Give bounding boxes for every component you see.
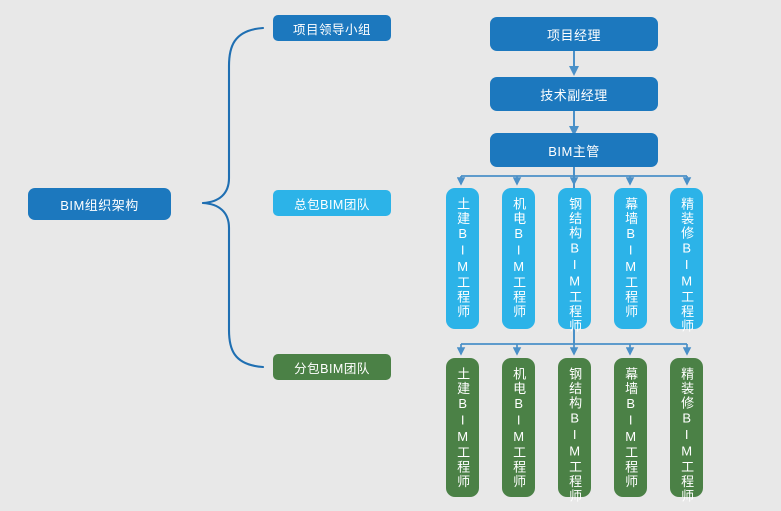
chain-node-bim-supervisor[interactable]: BIM主管 [490, 133, 658, 167]
gc-role-column-curtain-wall[interactable]: 幕墙BIM工程师 [614, 188, 647, 329]
gc-role-column-civil[interactable]: 土建BIM工程师 [446, 188, 479, 329]
branch-label: 项目领导小组 [292, 22, 371, 37]
gc-distribution-connector [456, 175, 692, 186]
sub-role-label: 钢结构BIM工程师 [567, 367, 583, 504]
chain-node-project-manager[interactable]: 项目经理 [490, 17, 658, 51]
chain-node-label: 项目经理 [546, 27, 601, 43]
branch-node-subcontractor-bim-team[interactable]: 分包BIM团队 [273, 354, 391, 380]
sub-role-label: 机电BIM工程师 [511, 367, 527, 489]
branch-node-general-contractor-bim-team[interactable]: 总包BIM团队 [273, 190, 391, 216]
chain-node-deputy-technical-manager[interactable]: 技术副经理 [490, 77, 658, 111]
gc-role-label: 精装修BIM工程师 [679, 197, 695, 334]
root-node-bim-org-structure[interactable]: BIM组织架构 [28, 188, 171, 220]
sub-role-label: 精装修BIM工程师 [679, 367, 695, 504]
sub-role-column-steel-structure[interactable]: 钢结构BIM工程师 [558, 358, 591, 504]
sub-distribution-connector [456, 343, 692, 356]
gc-role-label: 幕墙BIM工程师 [623, 197, 639, 319]
sub-role-column-fine-decoration[interactable]: 精装修BIM工程师 [670, 358, 703, 504]
gc-role-label: 土建BIM工程师 [455, 197, 471, 319]
gc-role-label: 机电BIM工程师 [511, 197, 527, 319]
branch-label: 分包BIM团队 [294, 361, 370, 376]
root-node-label: BIM组织架构 [60, 197, 139, 213]
sub-role-column-curtain-wall[interactable]: 幕墙BIM工程师 [614, 358, 647, 497]
chain-node-label: 技术副经理 [540, 87, 608, 103]
gc-role-column-fine-decoration[interactable]: 精装修BIM工程师 [670, 188, 703, 334]
sub-role-column-mep[interactable]: 机电BIM工程师 [502, 358, 535, 497]
sub-role-label: 土建BIM工程师 [455, 367, 471, 489]
brace-connector [201, 26, 265, 369]
branch-label: 总包BIM团队 [294, 197, 370, 212]
branch-node-project-leadership-group[interactable]: 项目领导小组 [273, 15, 391, 41]
chain-node-label: BIM主管 [548, 143, 600, 159]
sub-role-label: 幕墙BIM工程师 [623, 367, 639, 489]
gc-role-column-mep[interactable]: 机电BIM工程师 [502, 188, 535, 329]
gc-role-label: 钢结构BIM工程师 [567, 197, 583, 334]
gc-role-column-steel-structure[interactable]: 钢结构BIM工程师 [558, 188, 591, 334]
sub-role-column-civil[interactable]: 土建BIM工程师 [446, 358, 479, 497]
